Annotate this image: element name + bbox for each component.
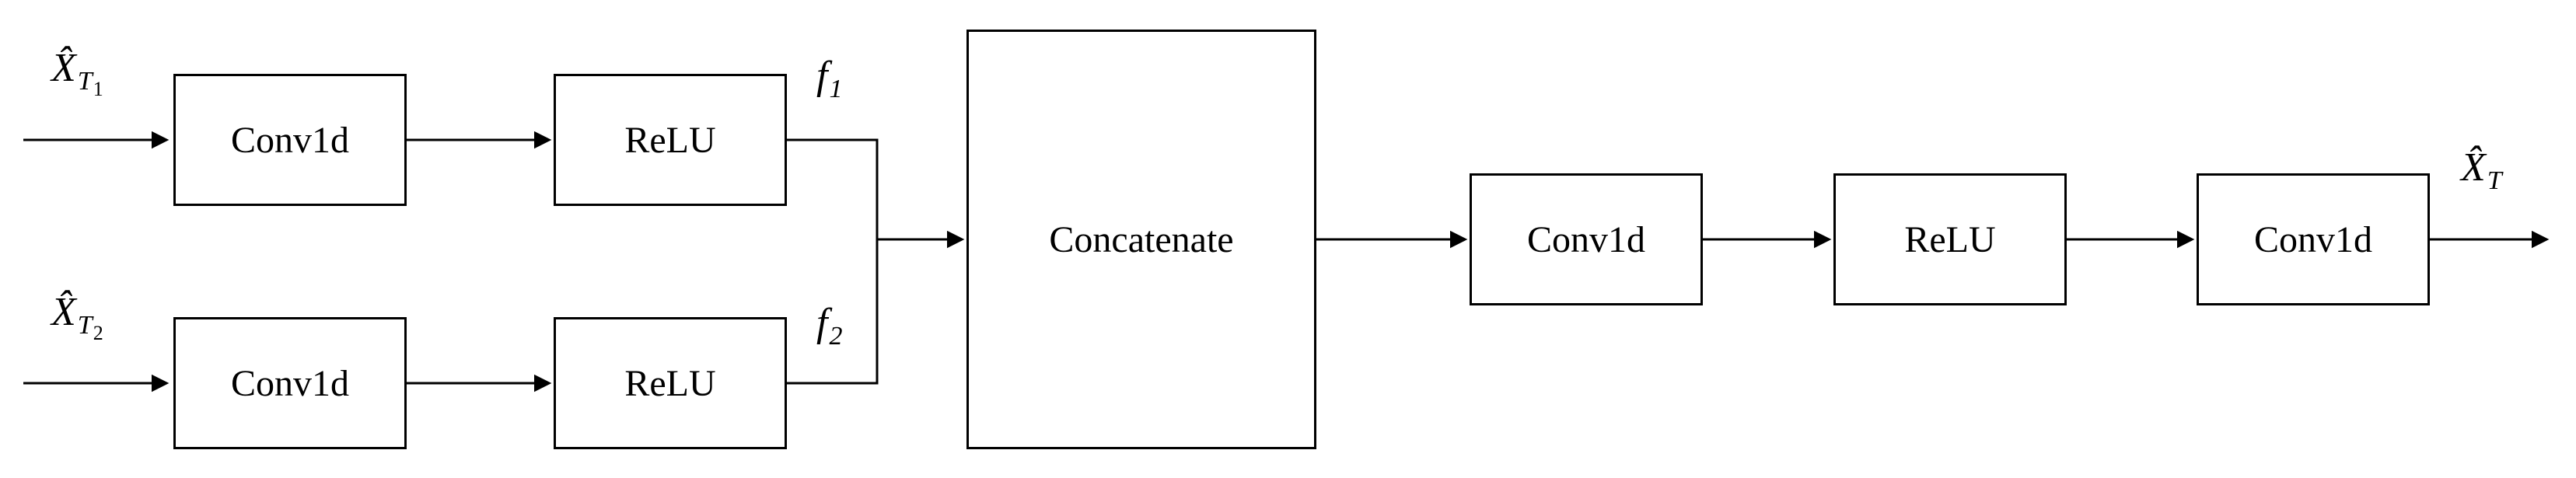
input-bottom-base: X̂ <box>51 290 76 334</box>
relu-top-label: ReLU <box>624 119 716 161</box>
conv1d-bottom-label: Conv1d <box>230 362 349 404</box>
feature-bottom-sub: 2 <box>829 321 843 351</box>
output-base: X̂ <box>2461 145 2486 190</box>
input-top-base: X̂ <box>51 46 76 90</box>
input-top-sub: T <box>77 66 93 96</box>
input-bottom-subsub: 2 <box>93 321 103 344</box>
conv1d-out-box: Conv1d <box>2197 173 2430 305</box>
feature-top-label: f1 <box>816 54 842 103</box>
concatenate-label: Concatenate <box>1049 218 1234 260</box>
feature-top-sub: 1 <box>829 74 843 103</box>
output-label: X̂T <box>2461 145 2502 194</box>
relu-top-box: ReLU <box>554 74 787 206</box>
input-top-subsub: 1 <box>93 77 103 100</box>
feature-bottom-label: f2 <box>816 301 842 350</box>
relu-bottom-box: ReLU <box>554 317 787 449</box>
conv1d-mid-box: Conv1d <box>1470 173 1703 305</box>
output-sub: T <box>2487 166 2502 195</box>
relu-bottom-label: ReLU <box>624 362 716 404</box>
conv1d-top-box: Conv1d <box>173 74 407 206</box>
concatenate-box: Concatenate <box>966 30 1316 449</box>
conv1d-out-label: Conv1d <box>2253 218 2372 260</box>
conv1d-bottom-box: Conv1d <box>173 317 407 449</box>
relu-out-box: ReLU <box>1833 173 2067 305</box>
feature-bottom-base: f <box>816 301 828 345</box>
conv1d-mid-label: Conv1d <box>1526 218 1645 260</box>
input-bottom-sub: T <box>77 310 93 340</box>
relu-out-label: ReLU <box>1904 218 1996 260</box>
feature-top-base: f <box>816 54 828 98</box>
input-top-label: X̂T1 <box>51 46 103 99</box>
input-bottom-label: X̂T2 <box>51 290 103 344</box>
conv1d-top-label: Conv1d <box>230 119 349 161</box>
